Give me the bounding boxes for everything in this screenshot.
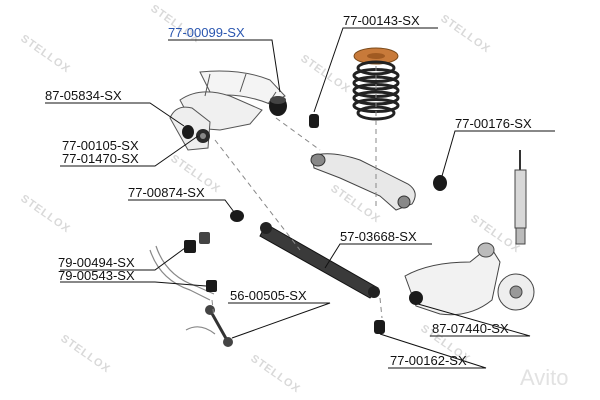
label-77-00099-SX: 77-00099-SX [168,25,245,40]
label-77-00874-SX: 77-00874-SX [128,185,205,200]
label-77-01470-SX: 77-01470-SX [62,151,139,166]
watermark-text: STELLOX [18,193,72,236]
watermark-text: STELLOX [58,333,112,376]
bushing-87-07440-SX [409,291,423,305]
bushing-77-00143-SX [309,114,319,128]
label-77-00176-SX: 77-00176-SX [455,116,532,131]
bushing-77-00099-SX [269,96,287,116]
watermark-text: STELLOX [18,33,72,76]
watermark-text: STELLOX [438,13,492,56]
control-arm [310,153,416,211]
label-77-00143-SX: 77-00143-SX [343,13,420,28]
label-77-00105-SX: 77-00105-SX [62,138,139,153]
coil-spring [352,47,400,121]
leader-lines [45,27,555,369]
stabilizer-link [205,305,233,347]
label-56-00505-SX: 56-00505-SX [230,288,307,303]
label-87-07440-SX: 87-07440-SX [432,321,509,336]
label-87-05834-SX: 87-05834-SX [45,88,122,103]
stabilizer-bushings [184,232,217,292]
bushing-77-00162-SX [374,320,385,334]
label-77-00162-SX: 77-00162-SX [390,353,467,368]
stabilizer-bar [149,245,216,335]
label-79-00494-SX: 79-00494-SX [58,255,135,270]
watermark-layer: STELLOX STELLOX STELLOX STELLOX STELLOX STELL… [18,3,522,396]
watermark-text: STELLOX [298,53,352,96]
assembly-dashes [211,66,383,319]
bushing-77-00176-SX [433,175,447,191]
bushing-87-05834-SX [182,125,194,139]
spring-coil [356,60,396,76]
label-79-00543-SX: 79-00543-SX [58,268,135,283]
bushing-77-00105-SX [196,129,210,143]
part-labels: 77-00099-SX 77-00143-SX 87-05834-SX 77-0… [45,13,532,368]
bushing-77-00874-SX [230,210,244,222]
lateral-link [259,222,380,299]
watermark-text: STELLOX [248,353,302,396]
corner-mark: Avito [520,365,569,390]
wheel-hub-knuckle [404,242,535,316]
label-57-03668-SX: 57-03668-SX [340,229,417,244]
watermark-text: STELLOX [468,213,522,256]
shock-absorber [514,150,527,245]
